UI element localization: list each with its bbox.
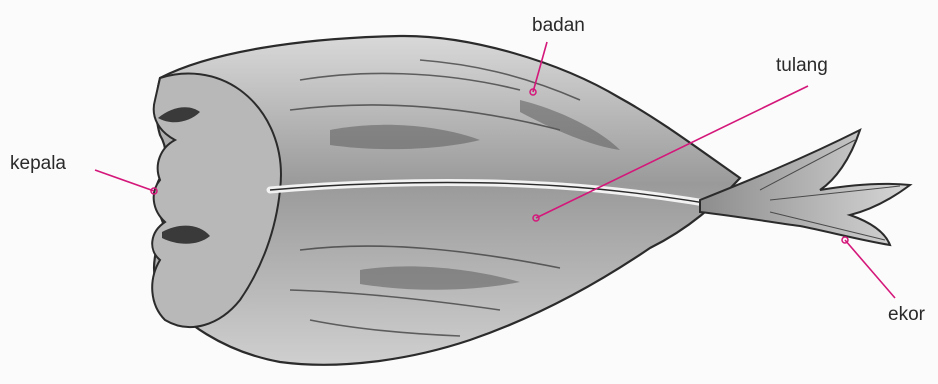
label-ekor: ekor xyxy=(888,305,925,324)
label-tulang: tulang xyxy=(776,56,828,75)
label-badan: badan xyxy=(532,16,585,35)
fish-tail xyxy=(700,130,910,245)
label-kepala: kepala xyxy=(10,154,66,173)
pointer-ekor xyxy=(845,240,895,298)
pointer-kepala xyxy=(95,170,154,191)
